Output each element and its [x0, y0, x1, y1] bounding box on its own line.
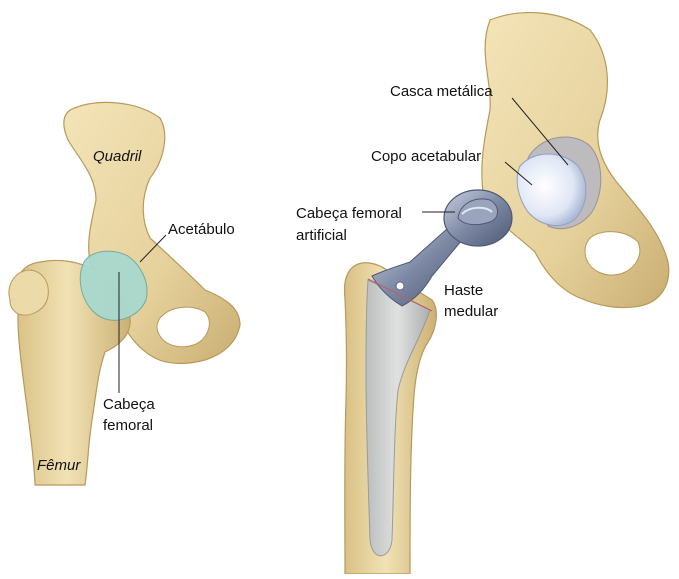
label-cabeca-femoral-2: femoral — [103, 416, 153, 435]
label-cabeca-artificial-2: artificial — [296, 226, 347, 245]
label-cabeca-artificial-1: Cabeça femoral — [296, 204, 402, 223]
label-femur: Fêmur — [37, 456, 80, 475]
label-haste-2: medular — [444, 302, 498, 321]
label-cabeca-femoral-1: Cabeça — [103, 395, 155, 414]
left-obturator-foramen — [157, 307, 209, 347]
label-quadril: Quadril — [93, 147, 141, 166]
label-copo-acetabular: Copo acetabular — [371, 147, 481, 166]
label-haste-1: Haste — [444, 281, 483, 300]
artificial-femoral-head — [444, 190, 512, 246]
label-acetabulo: Acetábulo — [168, 220, 235, 239]
label-casca-metalica: Casca metálica — [390, 82, 493, 101]
stem-hole — [396, 282, 404, 290]
